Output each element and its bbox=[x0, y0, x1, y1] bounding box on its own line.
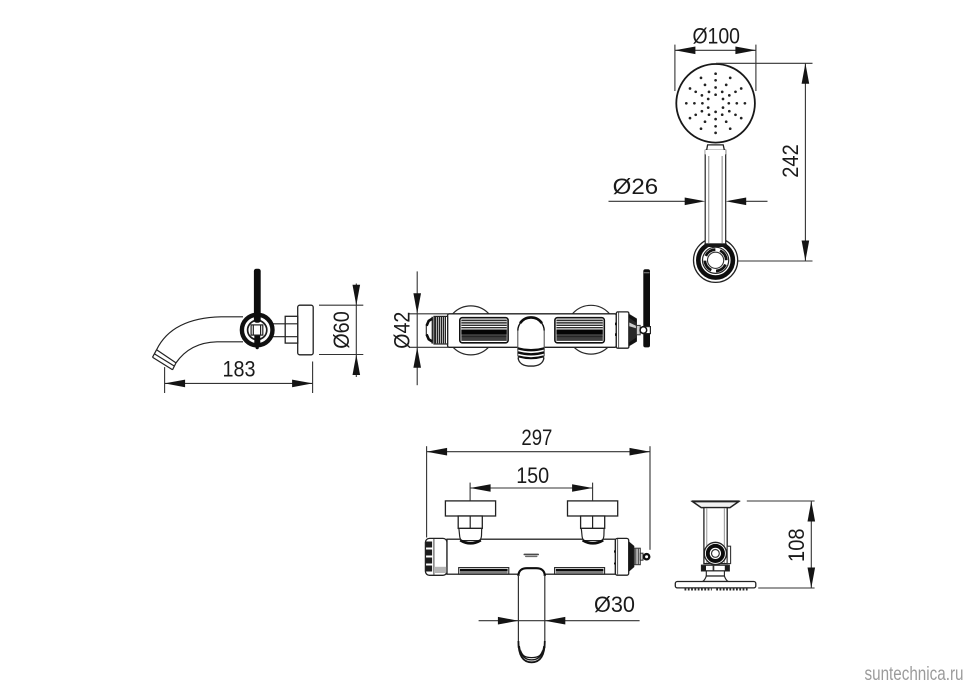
svg-text:297: 297 bbox=[521, 425, 552, 450]
svg-text:Ø26: Ø26 bbox=[613, 174, 659, 199]
svg-text:suntechnica.ru: suntechnica.ru bbox=[865, 663, 964, 685]
svg-text:Ø30: Ø30 bbox=[594, 592, 635, 617]
svg-text:242: 242 bbox=[778, 144, 803, 178]
svg-text:Ø42: Ø42 bbox=[389, 312, 414, 349]
svg-text:Ø100: Ø100 bbox=[692, 23, 740, 48]
svg-text:183: 183 bbox=[223, 357, 256, 382]
svg-text:Ø60: Ø60 bbox=[329, 311, 354, 349]
svg-text:108: 108 bbox=[784, 528, 809, 562]
svg-text:150: 150 bbox=[516, 463, 549, 488]
